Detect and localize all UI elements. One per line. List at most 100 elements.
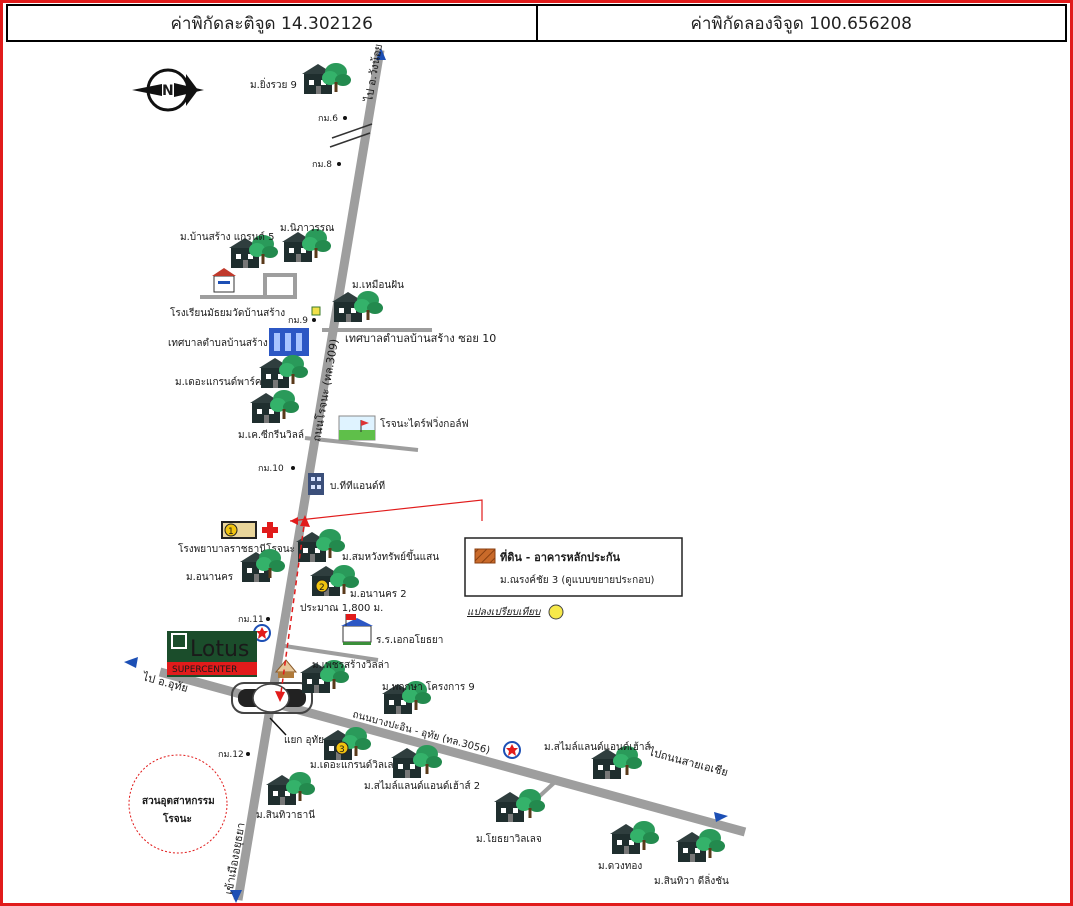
- compass-icon: N: [132, 68, 204, 112]
- municipality-icon: [269, 328, 309, 356]
- comparable-label: แปลงเปรียบเทียบ: [467, 606, 542, 618]
- distance-arrow-bottom: [275, 691, 285, 702]
- longitude-cell: ค่าพิกัดลองจิจูด 100.656208: [537, 4, 1067, 42]
- gas-station-east-icon: [503, 741, 521, 759]
- school-icon: [212, 268, 236, 293]
- badge-3: [335, 741, 349, 755]
- km-9-signpost-icon: [311, 306, 321, 316]
- village-baan-sang-grand-label: ม.บ้านสร้าง แกรนด์ 5: [180, 231, 274, 243]
- km-12-label: กม.12: [218, 750, 244, 760]
- police-school-label: ร.ร.เอกอโยธยา: [376, 633, 443, 646]
- arrow-west-icon: [124, 657, 138, 668]
- village-ayothaya-label: ม.โยธยาวิลเลจ: [476, 832, 542, 845]
- village-grand-park-label: ม.เดอะแกรนด์พาร์ค: [175, 376, 262, 388]
- km-8-label: กม.8: [312, 160, 332, 170]
- badge-1: [224, 523, 238, 537]
- km-11-dot: [266, 617, 270, 621]
- golf-label: โรจนะไดร์ฟวิ่งกอล์ฟ: [380, 416, 469, 430]
- village-kc-green-label: ม.เค.ซีกรีนวิลล์: [238, 429, 304, 441]
- compass-letter: N: [162, 83, 174, 99]
- distance-arrow-top: [300, 515, 310, 527]
- company-label: บ.ทีทีแอนด์ที: [330, 480, 385, 492]
- village-petch-label: ม.เพชรสร้างวิลล่า: [312, 659, 389, 671]
- distance-label: ประมาณ 1,800 ม.: [300, 603, 383, 614]
- industrial-estate: สวนอุตสาหกรรม โรจนะ: [128, 754, 228, 854]
- km-9-dot: [312, 318, 316, 322]
- village-wang-sawang-label: ม.สมหวังทรัพย์ขึ้นแสน: [342, 549, 439, 563]
- industrial-estate-label-line2: โรจนะ: [162, 812, 192, 825]
- company-icon: [308, 473, 324, 495]
- industrial-estate-label-line1: สวนอุตสาหกรรม: [142, 796, 215, 807]
- gas-station-icon: [253, 624, 271, 642]
- village-duang-thong-label: ม.ดวงทอง: [598, 861, 642, 872]
- east-destination-label: ไปถนนสายเอเชีย: [646, 745, 729, 779]
- village-sintawi: [266, 772, 315, 805]
- legend-subtitle: ม.ณรงค์ชัย 3 (ดูแบบขยายประกอบ): [500, 574, 655, 586]
- village-duang-thong: [610, 821, 659, 854]
- latitude-cell: ค่าพิกัดละติจูด 14.302126: [6, 4, 538, 42]
- village-yingruay: [302, 63, 351, 94]
- km-10-dot: [291, 466, 295, 470]
- legend: ที่ดิน - อาคารหลักประกัน ม.ณรงค์ชัย 3 (ด…: [464, 537, 683, 597]
- village-yingruay-label: ม.ยิ่งรวย 9: [250, 77, 297, 91]
- distance-line: [279, 517, 306, 701]
- km-11-label: กม.11: [238, 615, 264, 625]
- km-6-label: กม.6: [318, 114, 338, 124]
- village-pruksa-label: ม.พฤกษา โครงการ 9: [382, 680, 475, 693]
- km-10-label: กม.10: [258, 464, 284, 474]
- badge-3-text: 3: [339, 745, 345, 755]
- school-label: โรงเรียนมัธยมวัดบ้านสร้าง: [170, 306, 285, 319]
- golf-icon: [338, 415, 376, 441]
- village-muean-fun-label: ม.เหมือนฝัน: [352, 279, 404, 291]
- village-sintawa-ding: [676, 829, 725, 862]
- km-9-label: กม.9: [288, 316, 308, 326]
- village-smile2-label: ม.สไมล์แลนด์แอนด์เฮ้าส์ 2: [364, 780, 480, 792]
- road-break-symbol: [329, 123, 373, 148]
- hospital-icon: 1: [221, 521, 279, 539]
- police-side-road: [277, 643, 379, 662]
- village-kc-green: [250, 390, 299, 423]
- main-road-name: ถนนโรจนะ (ทล.309): [309, 338, 341, 443]
- arrow-east-icon: [714, 812, 728, 822]
- village-nirawan-label: ม.นิภาวรรณ: [280, 223, 334, 234]
- market-icon: [274, 659, 298, 678]
- village-anan2-label: ม.อนานคร 2: [350, 589, 407, 600]
- km-markers: กม.6 กม.8 กม.9 กม.10 กม.11 กม.12: [218, 114, 347, 760]
- village-smile-label: ม.สไมล์แลนด์แอนด์เฮ้าส์: [544, 741, 651, 753]
- junction-label: แยก อุทัย: [284, 735, 324, 746]
- arrow-south-icon: [230, 890, 242, 903]
- subject-pointer-head: [290, 517, 298, 525]
- arrow-north-icon: [376, 48, 386, 60]
- legend-swatch: [474, 548, 496, 564]
- village-grand-ville-label: ม.เดอะแกรนด์วิลเลจ: [310, 759, 400, 771]
- junction-pointer: [269, 717, 287, 736]
- police-school-icon: [341, 614, 373, 645]
- village-anan-label: ม.อนานคร: [186, 572, 234, 583]
- lotus-logo-text: Lotus: [190, 637, 249, 662]
- legend-title: ที่ดิน - อาคารหลักประกัน: [500, 549, 620, 564]
- comparable-dot: [548, 604, 564, 620]
- lotus-logo-subtext: SUPERCENTER: [172, 665, 237, 675]
- village-grand-park: [259, 355, 308, 388]
- soi-10-label: เทศบาลตำบลบ้านสร้าง ซอย 10: [345, 332, 496, 345]
- km-8-dot: [337, 162, 341, 166]
- coordinate-bar: ค่าพิกัดละติจูด 14.302126 ค่าพิกัดลองจิจ…: [6, 4, 1067, 42]
- municipality-label: เทศบาลตำบลบ้านสร้าง: [168, 337, 268, 349]
- village-sintawi-label: ม.สินทิวาธานี: [256, 809, 315, 821]
- lotus-logo: Lotus SUPERCENTER: [167, 631, 257, 677]
- badge-2-text: 2: [319, 583, 325, 593]
- village-smile2: [391, 745, 442, 778]
- golf-side-road: [304, 436, 419, 452]
- km-12-dot: [246, 752, 250, 756]
- village-ayothaya: [494, 789, 545, 822]
- badge-1-text: 1: [228, 527, 234, 537]
- badge-2: [315, 579, 329, 593]
- north-destination-label: ไป อ.วังน้อย: [362, 43, 385, 104]
- subject-pointer-line: [289, 499, 483, 522]
- junction-interchange: [231, 682, 313, 714]
- km-6-dot: [343, 116, 347, 120]
- village-sintawa-ding-label: ม.สินทิวา ดีลิ่งชัน: [654, 873, 729, 887]
- school-side-road: [200, 273, 297, 299]
